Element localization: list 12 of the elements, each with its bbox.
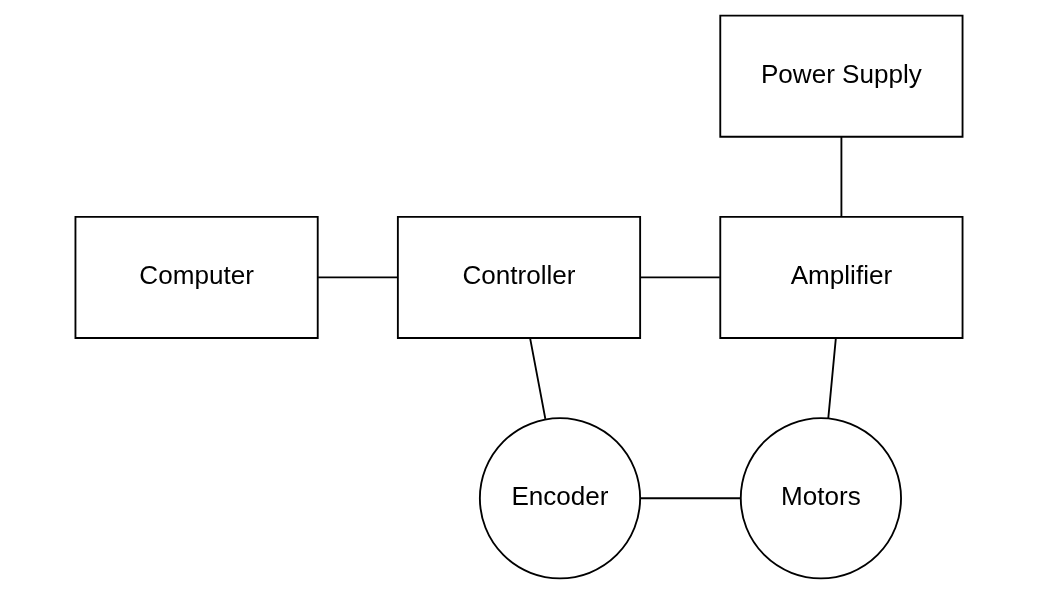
connector: [840, 135, 842, 218]
connector: [639, 276, 721, 279]
connector: [826, 337, 837, 419]
node-circle: Encoder: [478, 417, 641, 580]
node-box: Power Supply: [718, 14, 963, 138]
connector: [316, 276, 398, 279]
node-box: Amplifier: [718, 215, 963, 339]
node-box: Controller: [396, 215, 641, 339]
node-circle: Motors: [739, 417, 902, 580]
connector: [528, 337, 546, 420]
connector: [639, 497, 741, 500]
node-box: Computer: [74, 215, 319, 339]
